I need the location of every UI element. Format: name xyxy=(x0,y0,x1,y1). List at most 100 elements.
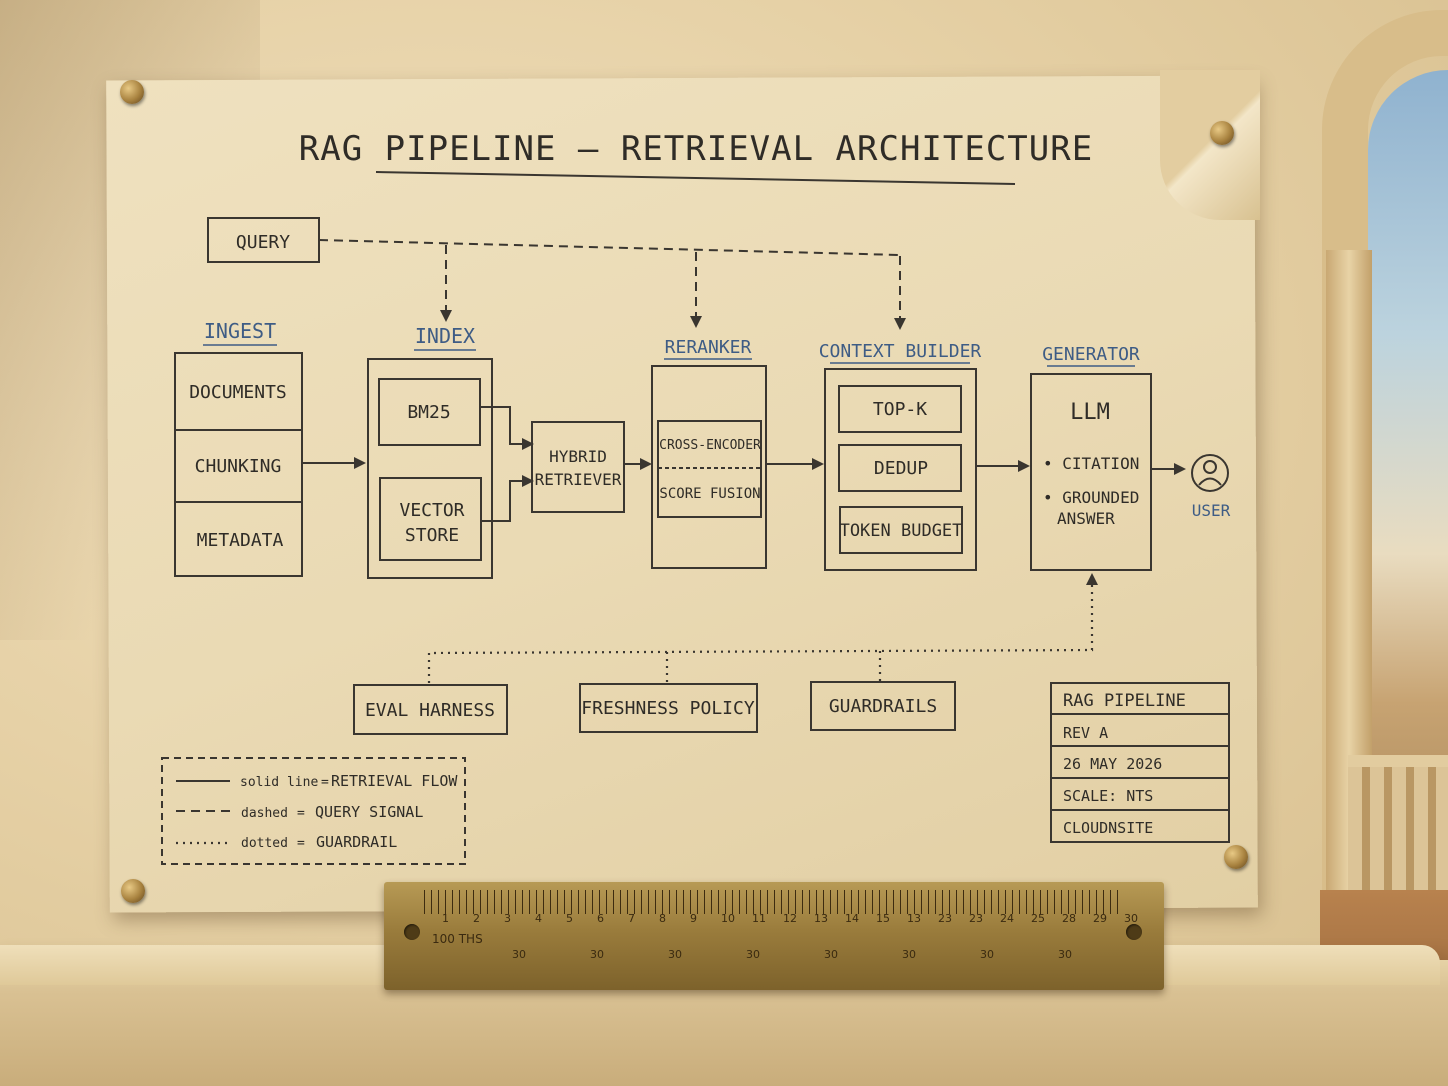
ingest-chunking: CHUNKING xyxy=(195,456,282,477)
page-curl xyxy=(1160,70,1260,220)
ruler-sub-number: 30 xyxy=(512,948,526,961)
title-block-rev: REV A xyxy=(1063,724,1108,742)
generator-heading: GENERATOR xyxy=(1042,344,1140,365)
diagram-title: RAG PIPELINE — RETRIEVAL ARCHITECTURE xyxy=(299,129,1093,169)
token-budget-box xyxy=(839,506,963,554)
legend-dashed-key: dashed xyxy=(241,806,288,821)
top-k-box xyxy=(838,385,962,433)
ruler-number: 23 xyxy=(969,912,983,925)
eval-harness-box xyxy=(353,684,508,735)
score-fusion-label: SCORE FUSION xyxy=(659,486,760,502)
guardrails-box xyxy=(810,681,956,731)
arrow-head xyxy=(1018,460,1030,472)
hybrid-line1: HYBRID xyxy=(549,447,607,466)
index-box xyxy=(367,358,493,579)
arrow-head xyxy=(894,318,906,330)
cross-encoder-label: CROSS-ENCODER xyxy=(659,438,761,453)
hybrid-line2: RETRIEVER xyxy=(535,470,622,489)
legend-eq: = xyxy=(321,775,329,790)
reranker-heading: RERANKER xyxy=(665,337,752,358)
ruler-number: 1 xyxy=(442,912,449,925)
token-budget-label: TOKEN BUDGET xyxy=(840,521,963,541)
ruler-sub-number: 30 xyxy=(902,948,916,961)
hybrid-retriever-box xyxy=(531,421,625,513)
legend-solid-val: RETRIEVAL FLOW xyxy=(331,772,458,790)
bm25-label: BM25 xyxy=(407,402,450,423)
freshness-policy-label: FRESHNESS POLICY xyxy=(581,698,755,719)
ruler-number: 13 xyxy=(814,912,828,925)
ruler-number: 23 xyxy=(938,912,952,925)
arrow-head xyxy=(440,310,452,322)
brass-pin-icon xyxy=(1224,845,1248,869)
ruler-number: 4 xyxy=(535,912,542,925)
grounded-label: • GROUNDED xyxy=(1043,488,1139,507)
ruler-sub-number: 30 xyxy=(590,948,604,961)
ruler-hole xyxy=(1126,924,1142,940)
arrow-head xyxy=(1174,463,1186,475)
query-signal-line xyxy=(318,239,901,256)
ruler-sub-number: 30 xyxy=(824,948,838,961)
ruler-number: 7 xyxy=(628,912,635,925)
generator-box xyxy=(1030,373,1152,571)
freshness-policy-box xyxy=(579,683,758,733)
llm-label: LLM xyxy=(1070,400,1110,425)
ruler-number: 25 xyxy=(1031,912,1045,925)
balustrade xyxy=(1348,755,1448,907)
ruler-number: 8 xyxy=(659,912,666,925)
bm25-box xyxy=(378,378,481,446)
ruler-number: 10 xyxy=(721,912,735,925)
legend-eq: = xyxy=(297,806,305,821)
flow-bm25-hybrid xyxy=(480,406,524,445)
eval-harness-label: EVAL HARNESS xyxy=(365,700,495,721)
title-block-org: CLOUDNSITE xyxy=(1063,819,1153,837)
ruler-number: 24 xyxy=(1000,912,1014,925)
ruler-ticks xyxy=(424,890,1124,914)
index-heading: INDEX xyxy=(415,324,475,348)
ruler-sub-number: 30 xyxy=(668,948,682,961)
ruler-number: 30 xyxy=(1124,912,1138,925)
reranker-box xyxy=(651,365,767,569)
ruler-sub-number: 30 xyxy=(980,948,994,961)
citation-label: • CITATION xyxy=(1043,454,1139,473)
ruler-number: 14 xyxy=(845,912,859,925)
legend-dashed-val: QUERY SIGNAL xyxy=(315,803,423,821)
ruler-number: 3 xyxy=(504,912,511,925)
brass-pin-icon xyxy=(121,879,145,903)
ruler-number: 2 xyxy=(473,912,480,925)
ingest-heading: INGEST xyxy=(204,319,276,343)
legend-dotted-val: GUARDRAIL xyxy=(316,833,397,851)
ruler-sub-number: 30 xyxy=(746,948,760,961)
dedup-label: DEDUP xyxy=(874,458,928,479)
ruler-sub-number: 30 xyxy=(1058,948,1072,961)
query-label: QUERY xyxy=(236,232,290,253)
context-builder-box xyxy=(824,368,977,571)
guardrails-label: GUARDRAILS xyxy=(829,696,937,717)
arrow-head xyxy=(1086,573,1098,585)
ruler-number: 15 xyxy=(876,912,890,925)
arrow-head xyxy=(522,438,534,450)
store-label: STORE xyxy=(405,525,459,546)
ruler-number: 5 xyxy=(566,912,573,925)
top-k-label: TOP-K xyxy=(873,399,927,420)
ruler-number: 11 xyxy=(752,912,766,925)
ruler-number: 29 xyxy=(1093,912,1107,925)
answer-label: ANSWER xyxy=(1057,509,1115,528)
title-block-date: 26 MAY 2026 xyxy=(1063,755,1162,773)
arrow-head xyxy=(354,457,366,469)
brass-pin-icon xyxy=(1210,121,1234,145)
vector-store-box xyxy=(379,477,482,561)
user-icon xyxy=(1191,454,1229,492)
title-block-name: RAG PIPELINE xyxy=(1063,691,1186,711)
user-label: USER xyxy=(1192,501,1231,520)
arrow-head xyxy=(812,458,824,470)
ruler-number: 9 xyxy=(690,912,697,925)
dedup-box xyxy=(838,444,962,492)
vector-label: VECTOR xyxy=(399,500,464,521)
title-block-scale: SCALE: NTS xyxy=(1063,787,1153,805)
ruler-number: 28 xyxy=(1062,912,1076,925)
flow-vector-hybrid xyxy=(481,480,524,522)
title-underline xyxy=(375,171,1016,185)
guardrail-line xyxy=(427,583,1094,683)
